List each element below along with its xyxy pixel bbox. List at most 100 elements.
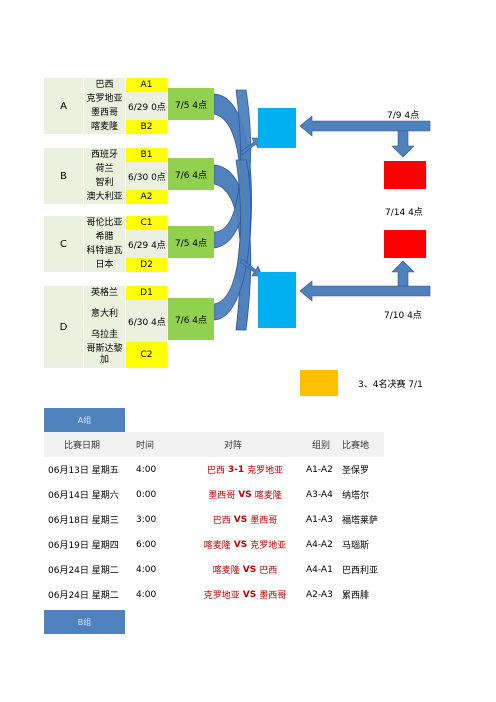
row-group: A1-A3 xyxy=(306,514,333,525)
curve-arrow-d xyxy=(213,159,252,321)
qf-time-4: 7/6 4点 xyxy=(168,298,214,340)
team-japan: 日本 xyxy=(84,258,125,272)
team-ivory-coast: 科特迪瓦 xyxy=(84,244,125,258)
group-c-label: C xyxy=(44,216,83,272)
row-date: 06月24日 星期二 xyxy=(48,591,119,601)
row-vs: VS xyxy=(242,589,257,600)
arrow-right-to-sf1 xyxy=(299,115,431,137)
team-chile: 智利 xyxy=(84,176,125,190)
row-venue: 纳塔尔 xyxy=(342,491,370,501)
slot-c2: C2 xyxy=(126,342,167,368)
header-match: 对阵 xyxy=(224,441,243,451)
row-venue: 马瑙斯 xyxy=(342,541,370,551)
arrow-down-to-final xyxy=(391,130,415,158)
row-time: 3:00 xyxy=(136,514,157,525)
group-d-label: D xyxy=(44,286,83,368)
row-time: 4:00 xyxy=(136,564,157,575)
schedule-header: 比赛日期 时间 对阵 组别 比赛地 xyxy=(44,432,384,457)
slot-d1: D1 xyxy=(126,286,167,300)
row-group: A2-A3 xyxy=(306,589,333,600)
team-brazil: 巴西 xyxy=(84,78,125,92)
row-group: A4-A1 xyxy=(306,564,333,575)
row-time: 4:00 xyxy=(136,464,157,475)
team-mexico: 墨西哥 xyxy=(84,106,125,120)
semifinal-box-1 xyxy=(258,108,296,148)
row-vs: VS xyxy=(242,564,257,575)
header-group: 组别 xyxy=(312,441,331,451)
row-away-team: 墨西哥 xyxy=(250,516,278,526)
arrow-into-sf2 xyxy=(239,258,263,277)
row-date: 06月13日 星期五 xyxy=(48,466,119,476)
group-b-label: B xyxy=(44,148,83,204)
slot-c1: C1 xyxy=(126,216,167,230)
final-time-label: 7/14 4点 xyxy=(385,208,423,218)
team-netherlands: 荷兰 xyxy=(84,162,125,176)
final-box-top xyxy=(384,161,426,189)
row-vs: VS xyxy=(238,489,252,500)
qf-time-1: 7/5 4点 xyxy=(168,88,214,120)
bracket-arrows xyxy=(213,89,431,331)
row-away-team: 克罗地亚 xyxy=(247,466,284,476)
r16-time-c: 6/29 4点 xyxy=(126,230,167,258)
row-away-team: 巴西 xyxy=(259,566,278,576)
team-uruguay: 乌拉圭 xyxy=(84,328,125,342)
team-cameroon: 喀麦隆 xyxy=(84,120,125,134)
team-greece: 希腊 xyxy=(84,230,125,244)
slot-d2: D2 xyxy=(126,258,167,272)
row-venue: 圣保罗 xyxy=(342,466,370,476)
row-time: 0:00 xyxy=(136,489,157,500)
team-australia: 澳大利亚 xyxy=(84,190,125,204)
row-date: 06月19日 星期四 xyxy=(48,541,119,551)
row-home-team: 喀麦隆 xyxy=(203,541,231,551)
sf2-time-label: 7/10 4点 xyxy=(384,311,422,321)
header-date: 比赛日期 xyxy=(64,441,101,451)
team-italy: 意大利 xyxy=(84,300,125,328)
row-away-team: 墨西哥 xyxy=(259,591,287,601)
team-england: 英格兰 xyxy=(84,286,125,300)
final-box-bottom xyxy=(384,230,426,258)
third-place-box xyxy=(300,370,338,396)
header-venue: 比赛地 xyxy=(342,441,370,451)
r16-time-b: 6/30 0点 xyxy=(126,162,167,190)
header-time: 时间 xyxy=(136,441,155,451)
row-time: 4:00 xyxy=(136,589,157,600)
qf-time-3: 7/5 4点 xyxy=(168,226,214,258)
team-croatia: 克罗地亚 xyxy=(84,92,125,106)
arrow-right-to-sf2 xyxy=(299,280,431,302)
row-home-team: 巴西 xyxy=(206,466,225,476)
r16-time-d: 6/30 4点 xyxy=(126,300,167,342)
team-spain: 西班牙 xyxy=(84,148,125,162)
team-colombia: 哥伦比亚 xyxy=(84,216,125,230)
slot-a2: A2 xyxy=(126,190,167,204)
row-date: 06月14日 星期六 xyxy=(48,491,119,501)
row-group: A4-A2 xyxy=(306,539,333,550)
row-vs: 3-1 xyxy=(227,464,245,475)
row-home-team: 喀麦隆 xyxy=(212,566,240,576)
slot-a1: A1 xyxy=(126,78,167,92)
third-place-label: 3、4名决赛 7/1 xyxy=(358,380,423,390)
row-away-team: 喀麦隆 xyxy=(254,491,282,501)
row-venue: 福塔莱萨 xyxy=(342,516,379,526)
arrow-up-to-final xyxy=(391,260,415,287)
row-home-team: 巴西 xyxy=(212,516,231,526)
tab-group-a[interactable]: A组 xyxy=(44,408,125,432)
row-vs: VS xyxy=(233,514,248,525)
row-group: A3-A4 xyxy=(306,489,333,500)
semifinal-box-2 xyxy=(258,272,296,328)
sf1-time-label: 7/9 4点 xyxy=(387,111,420,121)
row-group: A1-A2 xyxy=(306,464,333,475)
tab-group-b[interactable]: B组 xyxy=(44,610,125,634)
r16-time-a: 6/29 0点 xyxy=(126,92,167,120)
slot-b2: B2 xyxy=(126,120,167,134)
